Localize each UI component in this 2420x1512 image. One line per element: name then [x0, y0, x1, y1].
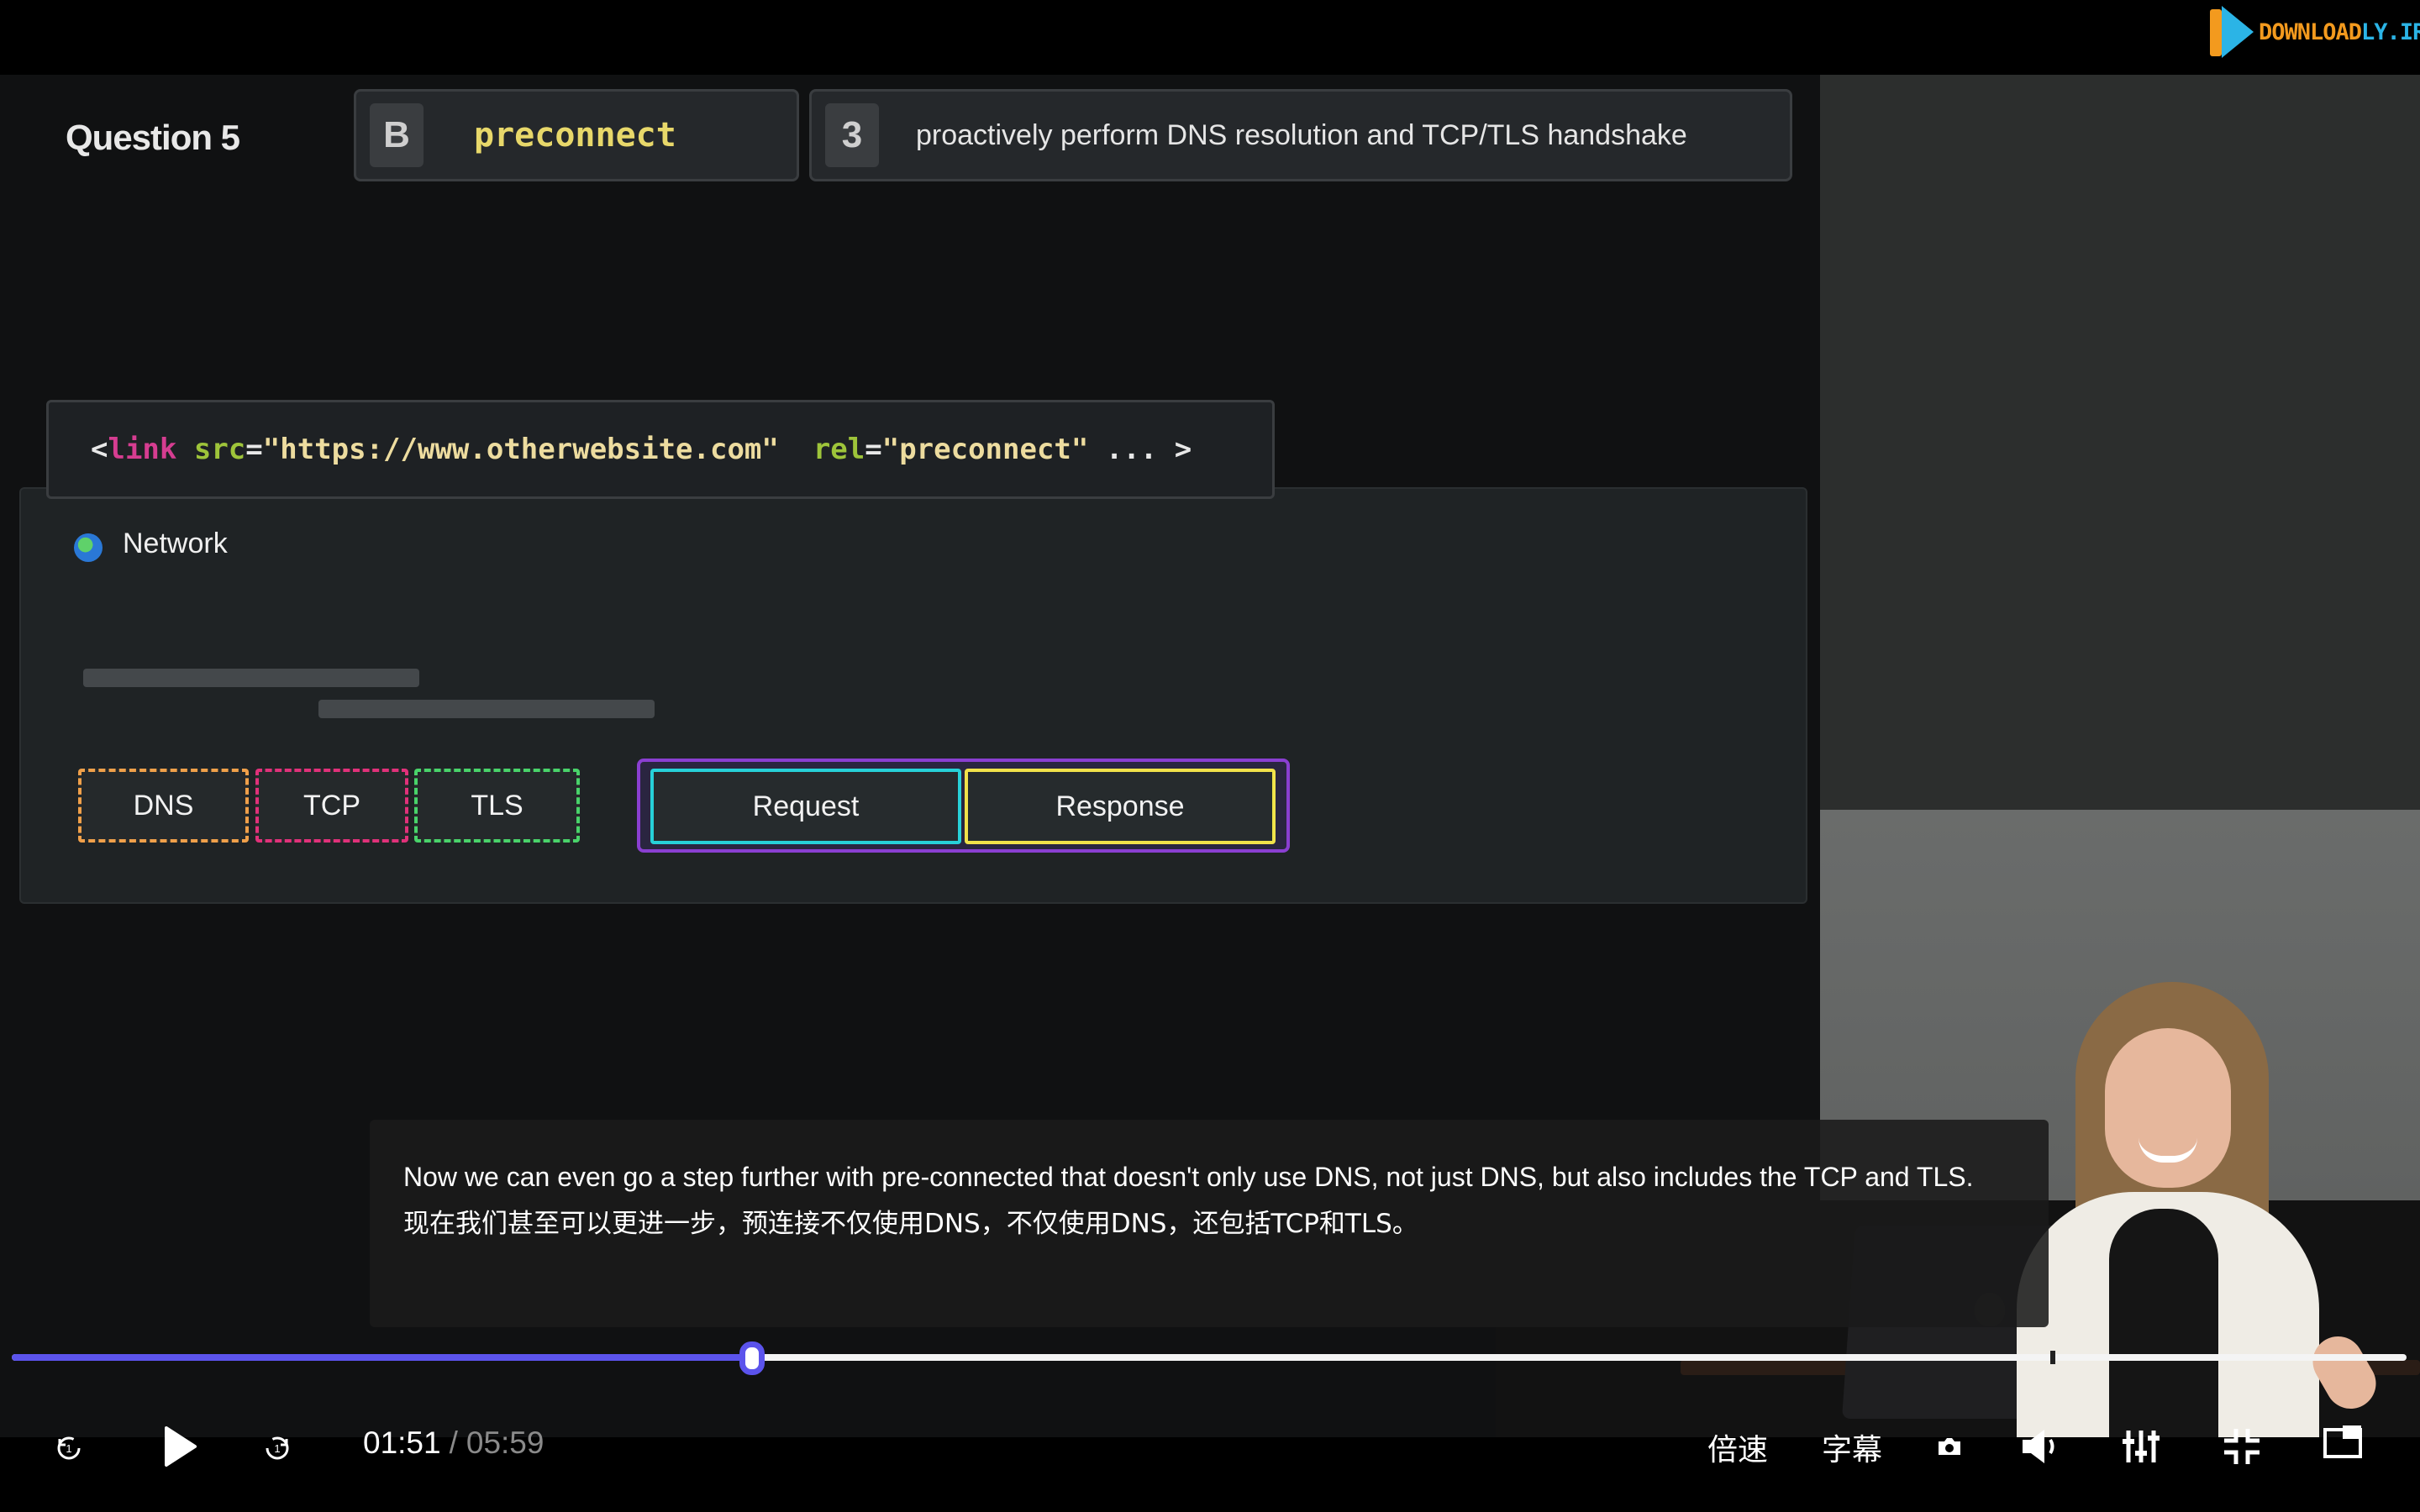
speaker-shirt [2109, 1209, 2218, 1437]
speed-button[interactable]: 倍速 [1707, 1433, 1769, 1467]
network-title: Network [123, 528, 228, 559]
duration: 05:59 [466, 1425, 544, 1460]
player-controls [0, 1437, 2420, 1512]
exit-fullscreen-icon[interactable] [2220, 1425, 2264, 1468]
play-icon[interactable] [160, 1421, 202, 1472]
phase-tls: TLS [414, 769, 580, 843]
match-box: 3 proactively perform DNS resolution and… [809, 89, 1792, 181]
forward-icon[interactable]: 1 [260, 1431, 294, 1465]
match-number: 3 [825, 103, 879, 167]
time-separator: / [449, 1425, 458, 1460]
watermark-text: DOWNLOADLY.IR [2259, 18, 2420, 45]
answer-box: B preconnect [354, 89, 799, 181]
speaker [2000, 982, 2386, 1437]
screenshot-icon[interactable] [1933, 1430, 1966, 1463]
subtitle-chinese: 现在我们甚至可以更进一步，预连接不仅使用DNS，不仅使用DNS，还包括TCP和T… [403, 1209, 1418, 1239]
speaker-face [2105, 1028, 2231, 1188]
buffer-marker [2050, 1351, 2055, 1364]
subtitle-english: Now we can even go a step further with p… [403, 1162, 1974, 1192]
response-phase: Response [965, 769, 1276, 844]
question-label: Question 5 [66, 118, 240, 157]
rewind-icon[interactable]: 1 [52, 1431, 86, 1465]
progress-fill [12, 1354, 752, 1361]
settings-sliders-icon[interactable] [2119, 1425, 2163, 1468]
match-text: proactively perform DNS resolution and T… [916, 118, 1687, 151]
volume-icon[interactable] [2017, 1425, 2064, 1468]
top-letterbox [0, 0, 2420, 75]
request-phase: Request [650, 769, 961, 844]
picture-in-picture-icon[interactable] [2321, 1420, 2365, 1463]
progress-thumb[interactable] [739, 1341, 765, 1375]
current-time: 01:51 [363, 1425, 441, 1460]
phase-dns: DNS [78, 769, 249, 843]
globe-icon [74, 533, 103, 562]
skeleton-bar [83, 669, 419, 687]
svg-text:1: 1 [66, 1442, 71, 1455]
svg-text:1: 1 [274, 1442, 280, 1455]
speaker-smile [2139, 1137, 2197, 1163]
time-display: 01:51/05:59 [363, 1425, 544, 1461]
watermark-logo: DOWNLOADLY.IR [2210, 6, 2420, 58]
skeleton-bar [318, 700, 655, 718]
code-snippet: <link src="https://www.otherwebsite.com"… [46, 400, 1275, 499]
progress-track[interactable] [12, 1354, 2407, 1361]
answer-code: preconnect [474, 116, 676, 155]
answer-letter: B [370, 103, 424, 167]
phase-tcp: TCP [255, 769, 408, 843]
subtitle-button[interactable]: 字幕 [1822, 1433, 1883, 1467]
subtitle-box: Now we can even go a step further with p… [370, 1120, 2049, 1327]
code-line: <link src="https://www.otherwebsite.com"… [91, 433, 1192, 466]
watermark-play-icon [2210, 6, 2254, 58]
